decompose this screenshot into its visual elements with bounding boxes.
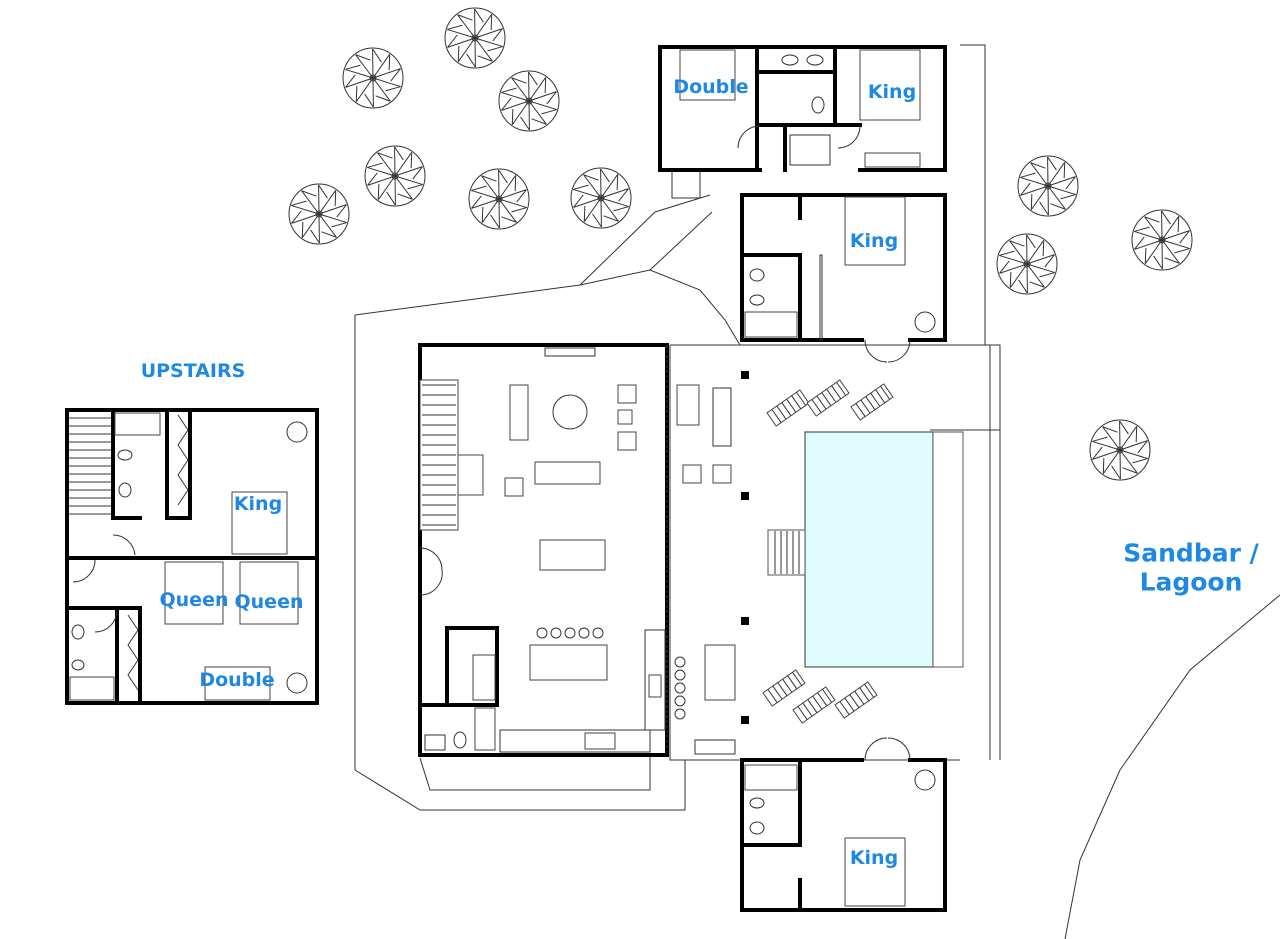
sandbar-label-line1: Sandbar / [1123, 538, 1259, 568]
upstairs-plan [65, 408, 319, 705]
sandbar-label-line2: Lagoon [1139, 567, 1243, 596]
room-label-east-upper-king: King [849, 230, 899, 253]
tree-icon [1017, 155, 1079, 217]
tree-icon [570, 167, 632, 229]
tree-icon [444, 7, 506, 69]
tree-icon [996, 233, 1058, 295]
room-label-north-king: King [867, 81, 917, 104]
tree-icon [468, 168, 530, 230]
east-upper-wing [740, 193, 947, 363]
upstairs-label: UPSTAIRS [140, 360, 246, 383]
north-wing [658, 45, 947, 199]
site-outlines [354, 44, 1280, 939]
trees [288, 7, 1193, 481]
tree-icon [498, 70, 560, 132]
room-label-east-lower-king: King [849, 847, 899, 870]
tree-icon [364, 145, 426, 207]
patio [674, 371, 894, 755]
tree-icon [288, 183, 350, 245]
room-label-north-double: Double [673, 76, 749, 99]
main-house [418, 343, 669, 757]
room-label-upstairs-king: King [233, 493, 283, 516]
room-label-upstairs-queen-2: Queen [234, 591, 304, 614]
tree-icon [342, 47, 404, 109]
pool [767, 431, 964, 668]
sandbar-lagoon-label: Sandbar / Lagoon [1123, 538, 1259, 597]
tree-icon [1131, 209, 1193, 271]
room-label-upstairs-double: Double [199, 669, 275, 692]
east-lower-wing [740, 737, 947, 912]
tree-icon [1089, 419, 1151, 481]
room-label-upstairs-queen-1: Queen [159, 589, 229, 612]
